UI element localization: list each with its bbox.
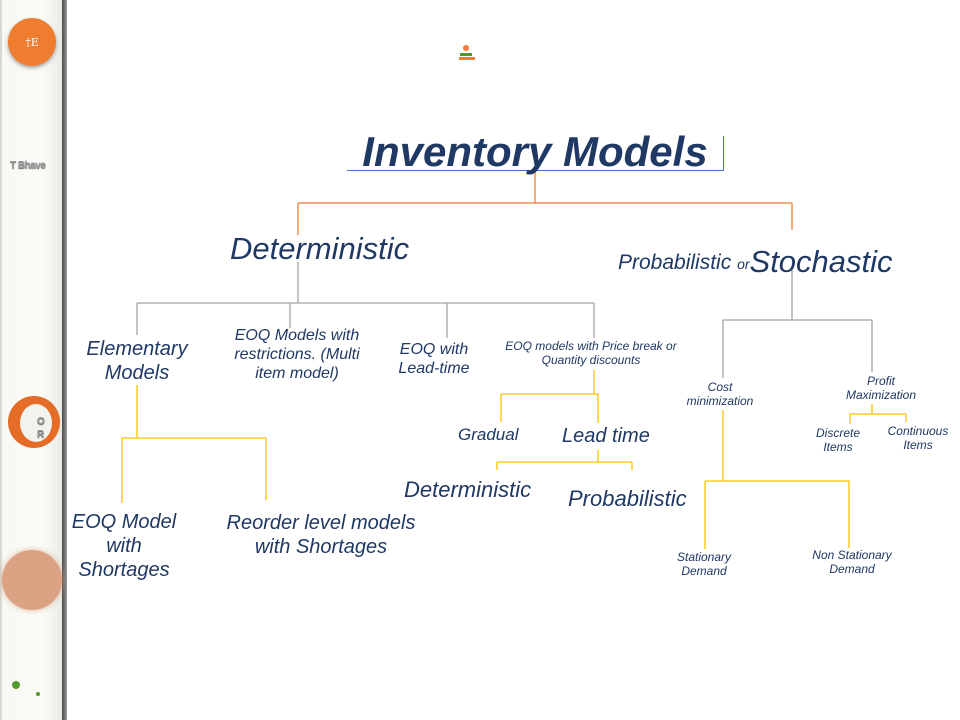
peach-circle-decoration [2, 550, 62, 610]
node-reorder-level: Reorder level models with Shortages [214, 511, 428, 559]
green-dot-small [36, 692, 40, 696]
or-letter-o: O [37, 416, 45, 427]
node-elementary-models: Elementary Models [80, 337, 194, 385]
eoq-restrictions-line-2: restrictions. (Multi [234, 346, 360, 364]
elementary-line-2: Models [104, 362, 170, 384]
profit-maximization-line-1: Profit [866, 374, 895, 388]
or-word: or [737, 256, 750, 272]
or-badge-inner [20, 404, 52, 442]
or-letter-r: R [37, 429, 45, 440]
node-profit-maximization: Profit Maximization [830, 374, 932, 403]
stationary-demand-line-2: Demand [681, 564, 727, 579]
elementary-line-1: Elementary [86, 338, 188, 360]
gray-connectors [136, 262, 873, 378]
node-eoq-shortages: EOQ Model with Shortages [64, 510, 184, 582]
eoq-lead-time-line-2: Lead-time [398, 360, 470, 378]
eoq-price-break-line-2: Quantity discounts [541, 353, 641, 368]
continuous-items-line-2: Items [903, 438, 933, 453]
node-non-stationary-demand: Non Stationary Demand [800, 548, 904, 577]
node-deterministic-sub: Deterministic [404, 477, 532, 502]
cost-minimization-line-2: minimization [686, 394, 754, 409]
profit-maximization-line-2: Maximization [845, 388, 917, 403]
orange-connectors [297, 171, 793, 235]
continuous-items-line-1: Continuous [887, 424, 949, 438]
top-badge: †E [8, 18, 56, 66]
discrete-items-line-1: Discrete [815, 426, 860, 440]
eoq-shortages-line-1: EOQ Model [71, 511, 177, 533]
node-discrete-items: Discrete Items [808, 426, 868, 455]
eoq-shortages-line-3: Shortages [78, 559, 170, 581]
stationary-demand-line-1: Stationary [676, 550, 732, 564]
stochastic-label: Stochastic [749, 244, 893, 279]
sidebar-brand-text: T Bhave [10, 160, 46, 171]
gold-connectors [121, 370, 907, 549]
node-eoq-lead-time: EOQ with Lead-time [389, 340, 479, 378]
sidebar-divider [62, 0, 67, 720]
eoq-lead-time-line-1: EOQ with [399, 341, 469, 358]
title-frame [347, 136, 724, 171]
node-continuous-items: Continuous Items [880, 424, 956, 453]
node-eoq-price-break: EOQ models with Price break or Quantity … [492, 339, 690, 368]
sidebar-left-line [0, 0, 2, 720]
eoq-shortages-line-2: with [106, 535, 142, 557]
non-stationary-demand-line-1: Non Stationary [812, 548, 892, 562]
non-stationary-demand-line-2: Demand [829, 562, 875, 577]
probabilistic-label: Probabilistic [618, 251, 732, 274]
or-badge: O R [8, 396, 60, 448]
discrete-items-line-2: Items [823, 440, 853, 455]
eoq-restrictions-line-1: EOQ Models with [234, 327, 360, 344]
top-badge-text: †E [25, 35, 39, 49]
green-dot [12, 681, 20, 689]
node-deterministic: Deterministic [230, 231, 410, 266]
node-lead-time: Lead time [562, 425, 650, 447]
reorder-level-line-1: Reorder level models [226, 512, 416, 534]
node-stationary-demand: Stationary Demand [664, 550, 744, 579]
node-eoq-restrictions: EOQ Models with restrictions. (Multi ite… [222, 326, 372, 384]
reorder-level-line-2: with Shortages [254, 536, 388, 558]
node-probabilistic-stochastic: Probabilistic orStochastic [618, 240, 893, 279]
node-gradual: Gradual [458, 425, 519, 444]
eoq-restrictions-line-3: item model) [255, 365, 339, 383]
diagram-title: Inventory Models [362, 128, 708, 175]
node-probabilistic-sub: Probabilistic [568, 486, 687, 511]
node-cost-minimization: Cost minimization [672, 380, 768, 409]
eoq-price-break-line-1: EOQ models with Price break or [505, 339, 677, 353]
logo-icon [459, 45, 475, 60]
cost-minimization-line-1: Cost [707, 380, 733, 394]
